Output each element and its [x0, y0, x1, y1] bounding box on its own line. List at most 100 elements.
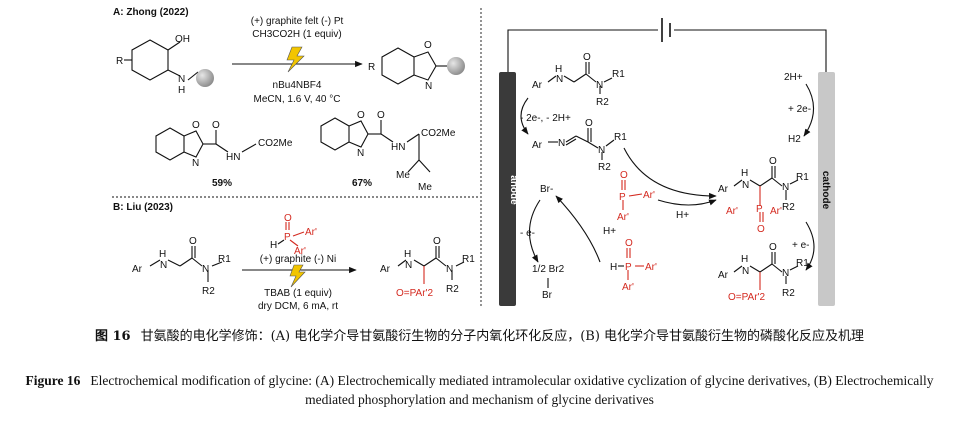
svg-text:(+) graphite (-) Ni: (+) graphite (-) Ni	[260, 254, 336, 265]
svg-text:P: P	[625, 262, 632, 273]
svg-text:+ e-: + e-	[792, 240, 810, 251]
svg-text:R1: R1	[612, 69, 625, 80]
svg-text:N: N	[742, 266, 749, 277]
lightning-bolt-icon-b	[289, 264, 306, 288]
svg-text:HN: HN	[226, 152, 240, 163]
svg-text:Ar: Ar	[718, 270, 729, 281]
mech-cation: Ar H N O R1 N R2 Ar' P Ar' O	[718, 156, 809, 235]
svg-text:H: H	[404, 249, 411, 260]
svg-text:N: N	[178, 74, 185, 85]
svg-text:H: H	[741, 168, 748, 179]
svg-text:Ar: Ar	[532, 140, 543, 151]
bromide-oxidation-arrow	[528, 199, 541, 263]
panel-a-starting-material: OH N H R	[116, 34, 214, 96]
svg-text:H2: H2	[788, 134, 801, 145]
svg-text:N: N	[782, 182, 789, 193]
svg-text:Ar': Ar'	[726, 206, 738, 217]
panel-b-starting-material: Ar H N O R1 N R2	[132, 236, 231, 297]
svg-text:CO2Me: CO2Me	[258, 138, 293, 149]
svg-text:O: O	[424, 40, 432, 51]
svg-text:OH: OH	[175, 34, 190, 45]
cathode-electrode	[818, 72, 835, 306]
svg-text:O: O	[212, 120, 220, 131]
svg-text:R1: R1	[462, 254, 475, 265]
svg-text:(+) graphite felt (-) Pt: (+) graphite felt (-) Pt	[251, 16, 344, 27]
svg-text:Ar: Ar	[380, 264, 391, 275]
imine-to-cation-arrow	[623, 147, 717, 200]
mech-p-radical: O P Ar' Ar'	[617, 170, 655, 223]
svg-text:N: N	[558, 138, 565, 149]
svg-text:N: N	[405, 260, 412, 271]
svg-text:Ar': Ar'	[305, 227, 317, 238]
svg-text:N: N	[446, 264, 453, 275]
svg-text:Ar': Ar'	[643, 190, 655, 201]
svg-text:O: O	[585, 118, 593, 129]
svg-text:Ar': Ar'	[622, 282, 634, 293]
svg-text:N: N	[742, 180, 749, 191]
svg-text:H+: H+	[603, 226, 616, 237]
mech-hpo: O H P Ar' Ar'	[610, 238, 657, 293]
svg-text:O: O	[769, 242, 777, 253]
svg-text:P: P	[756, 204, 763, 215]
svg-text:H: H	[270, 240, 277, 251]
svg-text:O: O	[357, 110, 365, 121]
panel-b-title: B: Liu (2023)	[113, 202, 173, 213]
svg-text:R2: R2	[782, 202, 795, 213]
svg-text:Ar: Ar	[718, 184, 729, 195]
svg-text:R1: R1	[796, 258, 809, 269]
panel-a-title: A: Zhong (2022)	[113, 7, 189, 18]
svg-text:nBu4NBF4: nBu4NBF4	[273, 80, 322, 91]
svg-text:N: N	[192, 158, 199, 169]
svg-text:MeCN, 1.6 V, 40 °C: MeCN, 1.6 V, 40 °C	[253, 94, 340, 105]
scheme-figure: A: Zhong (2022) OH N H R (+) graphite fe…	[112, 7, 835, 312]
mech-amine: Ar H N O R1 N R2	[532, 52, 625, 108]
svg-text:Me: Me	[418, 182, 432, 193]
svg-text:R2: R2	[598, 162, 611, 173]
svg-text:P: P	[284, 232, 291, 243]
svg-text:Ar': Ar'	[770, 206, 782, 217]
svg-text:O: O	[433, 236, 441, 247]
svg-text:R2: R2	[202, 286, 215, 297]
anode-label: anode	[508, 175, 519, 205]
svg-text:O: O	[284, 213, 292, 224]
svg-text:O: O	[192, 120, 200, 131]
svg-text:Br-: Br-	[540, 184, 553, 195]
svg-text:R2: R2	[782, 288, 795, 299]
panel-a-example-2: O N O HN CO2Me Me Me 67%	[320, 110, 456, 193]
svg-text:67%: 67%	[352, 178, 372, 189]
svg-text:Ar: Ar	[132, 264, 143, 275]
reduction-arrow	[805, 221, 815, 271]
svg-text:R1: R1	[218, 254, 231, 265]
svg-text:O: O	[583, 52, 591, 63]
svg-text:Me: Me	[396, 170, 410, 181]
svg-text:N: N	[782, 268, 789, 279]
svg-text:HN: HN	[391, 142, 405, 153]
svg-text:Ar': Ar'	[645, 262, 657, 273]
svg-text:+ 2e-: + 2e-	[788, 104, 811, 115]
anode-electrode	[499, 72, 516, 306]
svg-text:R: R	[368, 62, 375, 73]
oxidation-arrow	[520, 97, 529, 135]
svg-text:O: O	[625, 238, 633, 249]
svg-text:TBAB (1 equiv): TBAB (1 equiv)	[264, 288, 332, 299]
svg-text:R: R	[116, 56, 123, 67]
mech-final-product: Ar H N O R1 N R2 O=PAr'2	[718, 242, 809, 303]
svg-text:Br: Br	[542, 290, 553, 301]
panel-a-product: O N R	[368, 40, 465, 92]
svg-text:N: N	[598, 145, 605, 156]
svg-text:O: O	[377, 110, 385, 121]
h2-evolution-arrow	[803, 83, 815, 137]
svg-text:H: H	[610, 262, 617, 273]
svg-text:O=PAr'2: O=PAr'2	[396, 288, 433, 299]
svg-text:H: H	[178, 85, 185, 96]
panel-a-example-1: O N O HN CO2Me 59%	[155, 120, 293, 189]
svg-text:H+: H+	[676, 210, 689, 221]
svg-text:1/2 Br2: 1/2 Br2	[532, 264, 565, 275]
svg-text:N: N	[596, 80, 603, 91]
svg-text:N: N	[202, 264, 209, 275]
svg-text:N: N	[556, 74, 563, 85]
hbr-arrow	[555, 195, 601, 263]
svg-text:H: H	[741, 254, 748, 265]
